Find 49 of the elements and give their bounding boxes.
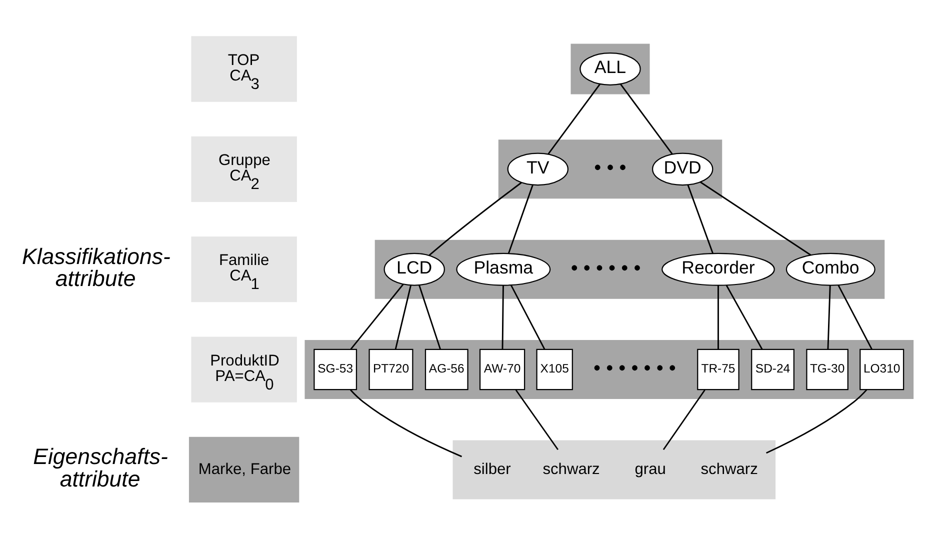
- node-box: AG-56: [424, 348, 468, 390]
- connector: [620, 83, 673, 154]
- node-text: grau: [634, 460, 666, 478]
- node-box: X105: [536, 348, 573, 390]
- label: • • •: [594, 156, 626, 179]
- connector: [687, 184, 714, 254]
- node-ellipse: Recorder: [662, 252, 775, 286]
- connector: [838, 284, 872, 350]
- cluster: [452, 440, 776, 499]
- connector: [428, 182, 522, 256]
- cluster: [570, 43, 650, 94]
- cluster: [304, 340, 914, 399]
- label: • • • • • • •: [594, 356, 676, 379]
- node-ellipse: TV: [507, 152, 569, 186]
- node-box: TG-30: [806, 348, 848, 390]
- cluster: [498, 139, 722, 198]
- connector: [394, 284, 412, 350]
- connector: [700, 181, 812, 256]
- connector: [515, 389, 559, 450]
- connector: [726, 284, 763, 350]
- node-box: TR-75: [697, 348, 740, 390]
- connector: [766, 388, 868, 454]
- node-box: SG-53: [314, 348, 358, 390]
- connector: [502, 284, 504, 349]
- connector: [350, 283, 404, 350]
- label: • • • • • •: [570, 256, 641, 279]
- node-box: SD-24: [751, 348, 794, 390]
- node-text: schwarz: [542, 460, 600, 478]
- label: Klassifikations- attribute: [22, 243, 170, 291]
- node-ellipse: LCD: [384, 252, 445, 286]
- cluster: [374, 239, 885, 298]
- connector: [718, 284, 719, 349]
- node-ellipse: ALL: [580, 52, 641, 85]
- node-ellipse: Plasma: [456, 252, 551, 286]
- connector: [350, 388, 462, 457]
- node-text: schwarz: [700, 460, 758, 478]
- node-ellipse: DVD: [652, 152, 714, 186]
- node-box: LO310: [860, 348, 904, 390]
- connector: [418, 284, 441, 349]
- connector: [510, 284, 546, 350]
- connector: [827, 284, 831, 349]
- node-box: AW-70: [479, 348, 526, 390]
- label: Eigenschafts- attribute: [33, 444, 168, 491]
- node-ellipse: Combo: [786, 252, 876, 286]
- connector: [548, 83, 600, 154]
- connector: [662, 389, 706, 450]
- node-text: silber: [474, 460, 511, 478]
- node-box: PT720: [368, 348, 414, 390]
- node-box: Marke, Farbe: [188, 436, 300, 502]
